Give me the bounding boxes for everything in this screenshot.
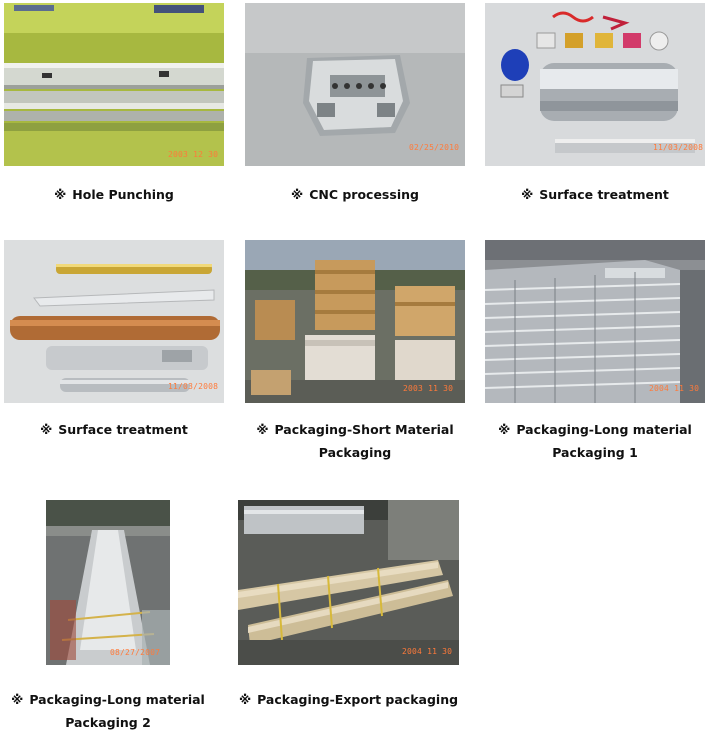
photo-hole-punching: 2003 12 30 xyxy=(4,3,224,166)
caption-line-2: Packaging xyxy=(318,445,392,460)
date-stamp: 2004 11 30 xyxy=(649,384,700,393)
reference-mark-icon: ※ xyxy=(256,422,269,437)
date-stamp: 11/03/2008 xyxy=(168,382,219,391)
caption-line-1: Packaging-Export packaging xyxy=(257,692,459,707)
caption-line-1: Packaging-Long material xyxy=(516,422,692,437)
reference-mark-icon: ※ xyxy=(11,692,24,707)
caption-packaging-export: ※ Packaging-Export packaging xyxy=(238,688,459,711)
caption-line-1: Packaging-Long material xyxy=(29,692,205,707)
date-stamp: 2004 11 30 xyxy=(402,647,453,656)
caption-line-1: Packaging-Short Material xyxy=(274,422,454,437)
caption-packaging-long-material-2: ※ Packaging-Long material Packaging 2 xyxy=(0,688,216,734)
date-stamp: 2003 11 30 xyxy=(403,384,454,393)
caption-line-1: CNC processing xyxy=(309,187,419,202)
caption-line-2: Packaging 2 xyxy=(65,715,151,730)
caption-cnc-processing: ※ CNC processing xyxy=(245,183,465,206)
reference-mark-icon: ※ xyxy=(521,187,534,202)
photo-packaging-short-material: 2003 11 30 xyxy=(245,240,465,403)
reference-mark-icon: ※ xyxy=(238,692,252,707)
photo-packaging-long-material-1: 2004 11 30 xyxy=(485,240,705,403)
reference-mark-icon: ※ xyxy=(291,187,304,202)
caption-line-2: Packaging 1 xyxy=(552,445,638,460)
photo-surface-treatment-profiles: 11/03/2008 xyxy=(4,240,224,403)
caption-surface-treatment-2: ※ Surface treatment xyxy=(4,418,224,441)
caption-packaging-short-material: ※ Packaging-Short Material Packaging xyxy=(245,418,465,464)
photo-cnc-processing: 02/25/2010 xyxy=(245,3,465,166)
caption-line-1: Hole Punching xyxy=(72,187,174,202)
date-stamp: 02/25/2010 xyxy=(409,143,460,152)
reference-mark-icon: ※ xyxy=(498,422,511,437)
photo-packaging-long-material-2: 08/27/2007 xyxy=(46,500,170,665)
date-stamp: 08/27/2007 xyxy=(110,648,161,657)
caption-hole-punching: ※ Hole Punching xyxy=(4,183,224,206)
photo-packaging-export: 2004 11 30 xyxy=(238,500,459,665)
reference-mark-icon: ※ xyxy=(54,187,67,202)
photo-surface-treatment-colored: 11/03/2008 xyxy=(485,3,705,166)
caption-line-1: Surface treatment xyxy=(58,422,188,437)
caption-surface-treatment: ※ Surface treatment xyxy=(485,183,705,206)
date-stamp: 2003 12 30 xyxy=(168,150,219,159)
reference-mark-icon: ※ xyxy=(40,422,53,437)
caption-packaging-long-material-1: ※ Packaging-Long material Packaging 1 xyxy=(485,418,705,464)
date-stamp: 11/03/2008 xyxy=(653,143,704,152)
caption-line-1: Surface treatment xyxy=(539,187,669,202)
